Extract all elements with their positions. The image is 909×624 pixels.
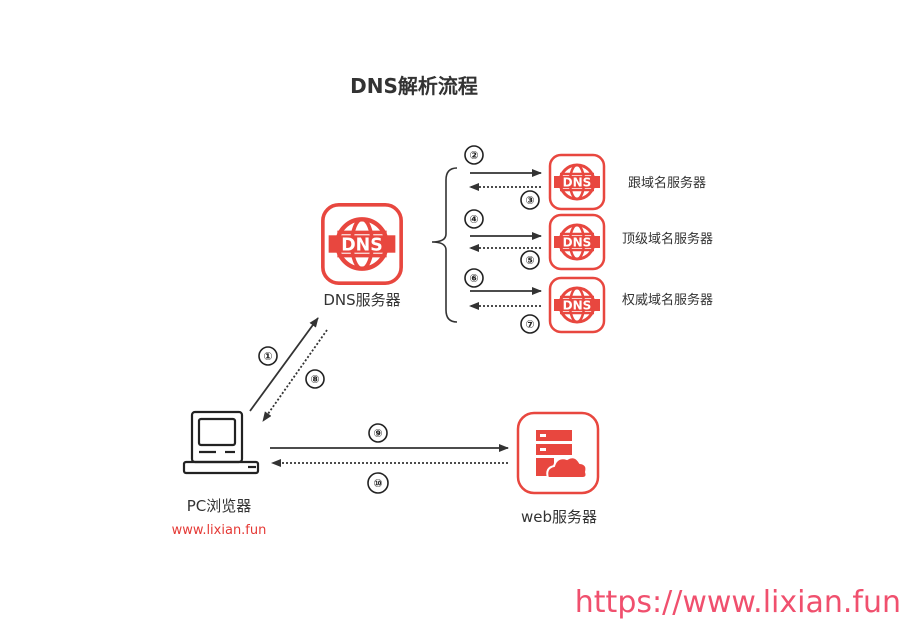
svg-text:⑨: ⑨ bbox=[373, 427, 382, 440]
root-server-node: 跟域名服务器 bbox=[548, 153, 706, 211]
svg-text:⑥: ⑥ bbox=[469, 272, 478, 285]
diagram-title: DNS解析流程 bbox=[350, 74, 478, 98]
arrow-step-1 bbox=[249, 317, 319, 412]
svg-text:③: ③ bbox=[525, 194, 534, 207]
watermark-url: https://www.lixian.fun bbox=[574, 585, 901, 620]
svg-text:①: ① bbox=[263, 350, 272, 363]
web-server-label: web服务器 bbox=[521, 508, 597, 526]
step-badge-4: ④ bbox=[464, 209, 484, 229]
step-badge-5: ⑤ bbox=[520, 250, 540, 270]
pc-browser-label: PC浏览器 bbox=[187, 497, 252, 515]
step-badge-7: ⑦ bbox=[520, 314, 540, 334]
step-badge-10: ⑩ bbox=[367, 472, 389, 494]
svg-text:④: ④ bbox=[469, 213, 478, 226]
dns-server-label: DNS服务器 bbox=[323, 291, 400, 309]
step-badge-9: ⑨ bbox=[368, 423, 388, 443]
dns-globe-icon bbox=[548, 153, 606, 211]
bracket bbox=[431, 167, 458, 323]
step-badge-1: ① bbox=[258, 346, 278, 366]
tld-server-node: 顶级域名服务器 bbox=[548, 213, 713, 271]
computer-icon bbox=[182, 410, 260, 475]
auth-server-label: 权威域名服务器 bbox=[622, 292, 713, 308]
svg-text:⑧: ⑧ bbox=[310, 373, 319, 386]
svg-text:⑦: ⑦ bbox=[525, 318, 534, 331]
server-cloud-icon bbox=[516, 411, 600, 495]
dns-server-node: DNS服务器 bbox=[323, 205, 401, 309]
pc-browser-node: PC浏览器 www.lixian.fun bbox=[172, 410, 267, 538]
step-badge-6: ⑥ bbox=[464, 268, 484, 288]
arrow-step-8 bbox=[262, 329, 328, 422]
dns-globe-icon bbox=[548, 213, 606, 271]
step-badge-3: ③ bbox=[520, 190, 540, 210]
tld-server-label: 顶级域名服务器 bbox=[622, 231, 713, 247]
svg-text:⑩: ⑩ bbox=[373, 477, 382, 490]
pc-url-text: www.lixian.fun bbox=[172, 523, 267, 538]
svg-text:⑤: ⑤ bbox=[525, 254, 534, 267]
root-server-label: 跟域名服务器 bbox=[628, 175, 706, 191]
step-badge-2: ② bbox=[464, 145, 484, 165]
auth-server-node: 权威域名服务器 bbox=[548, 276, 713, 334]
dns-globe-icon bbox=[548, 276, 606, 334]
dns-globe-icon bbox=[323, 205, 401, 283]
svg-text:②: ② bbox=[469, 149, 478, 162]
web-server-node: web服务器 bbox=[516, 411, 600, 526]
step-badge-8: ⑧ bbox=[305, 369, 325, 389]
